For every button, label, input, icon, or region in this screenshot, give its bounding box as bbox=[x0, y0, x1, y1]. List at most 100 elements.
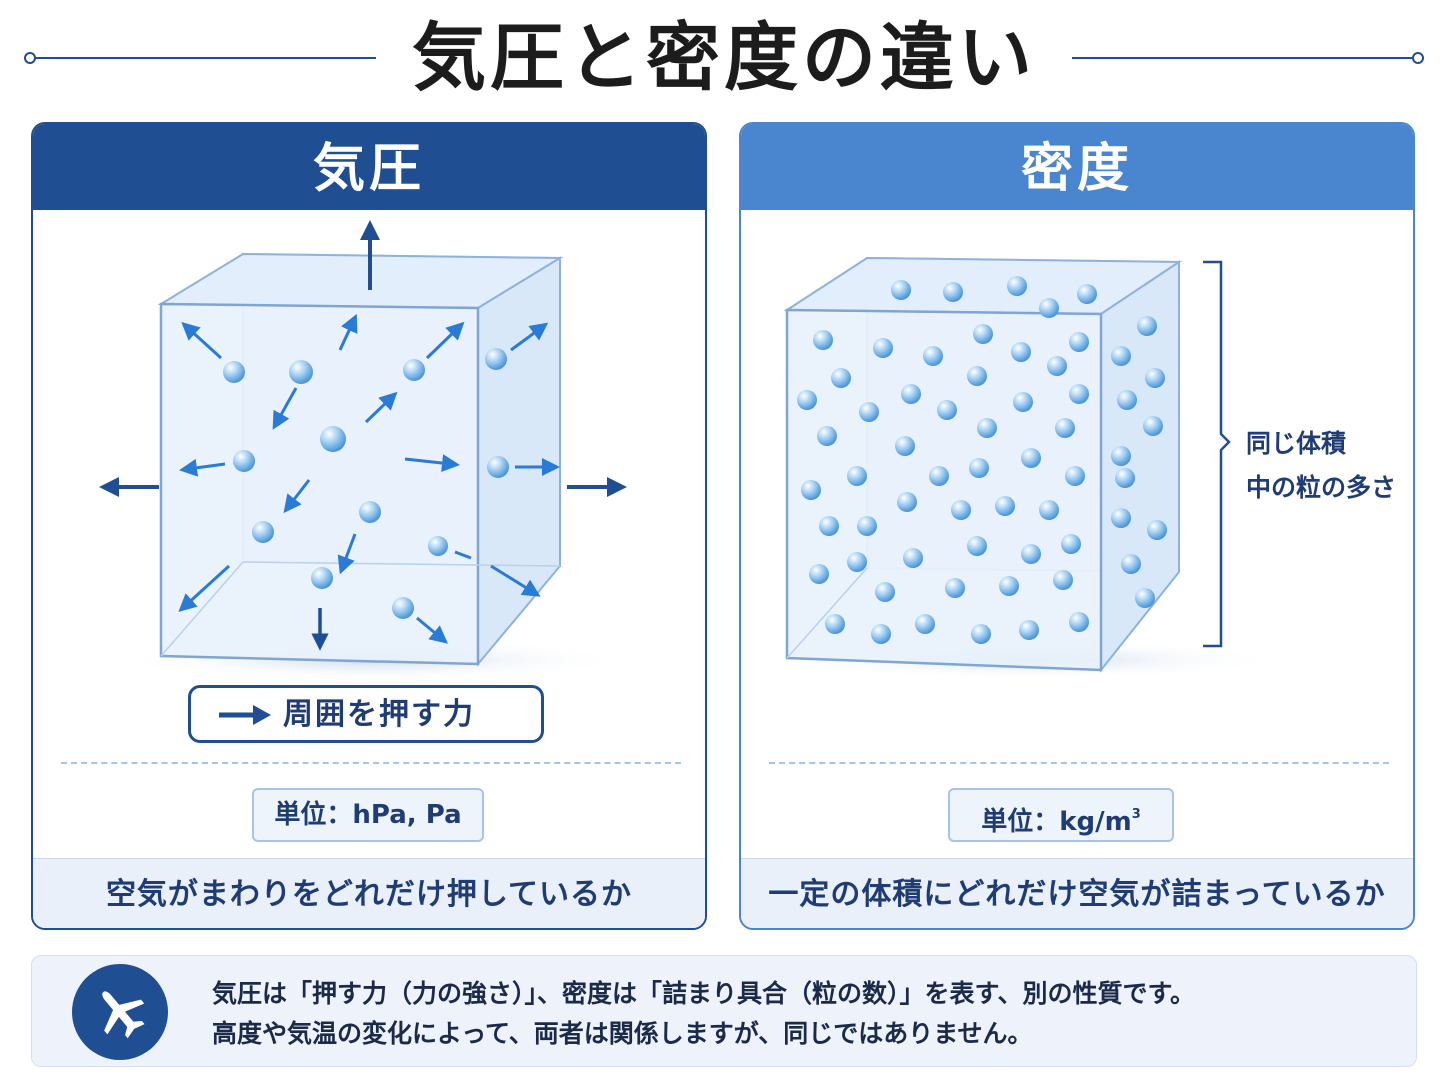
particle bbox=[895, 436, 915, 456]
particle bbox=[873, 338, 893, 358]
particle bbox=[857, 516, 877, 536]
particle bbox=[1021, 448, 1041, 468]
force-legend: 周囲を押す力 bbox=[188, 685, 544, 743]
density-description: 一定の体積にどれだけ空気が詰まっているか bbox=[741, 858, 1413, 928]
page-title: 気圧と密度の違い bbox=[412, 15, 1036, 101]
particle bbox=[359, 501, 381, 523]
cube-inner-edge-bottom bbox=[242, 561, 561, 567]
velocity-arrow bbox=[404, 454, 460, 472]
velocity-arrow bbox=[454, 550, 472, 560]
particle bbox=[831, 368, 851, 388]
particle bbox=[289, 360, 313, 384]
velocity-arrow bbox=[283, 479, 311, 514]
particle bbox=[1069, 384, 1089, 404]
bracket-label-line2: 中の粒の多さ bbox=[1246, 473, 1397, 502]
velocity-arrow bbox=[416, 616, 448, 644]
particle bbox=[1077, 284, 1097, 304]
particle bbox=[801, 480, 821, 500]
particle bbox=[967, 536, 987, 556]
dashed-divider bbox=[769, 762, 1389, 764]
particle bbox=[1147, 520, 1167, 540]
particle bbox=[897, 492, 917, 512]
particle bbox=[967, 366, 987, 386]
particle bbox=[903, 548, 923, 568]
particle bbox=[923, 346, 943, 366]
particle bbox=[223, 361, 245, 383]
volume-bracket bbox=[1203, 260, 1231, 648]
velocity-arrow bbox=[179, 458, 226, 477]
particle bbox=[1013, 392, 1033, 412]
pressure-description: 空気がまわりをどれだけ押しているか bbox=[33, 858, 705, 928]
particle bbox=[995, 496, 1015, 516]
particle bbox=[233, 450, 255, 472]
airplane-icon bbox=[72, 964, 168, 1060]
cube-inner-edge bbox=[160, 561, 244, 657]
particle bbox=[813, 330, 833, 350]
arrow-right-icon bbox=[219, 705, 271, 725]
velocity-arrow bbox=[510, 322, 549, 352]
particle bbox=[1039, 500, 1059, 520]
particle bbox=[977, 418, 997, 438]
velocity-arrow bbox=[364, 391, 398, 424]
title-divider-right bbox=[1072, 57, 1416, 59]
bracket-label: 同じ体積 中の粒の多さ bbox=[1246, 422, 1396, 510]
title-row: 気圧と密度の違い bbox=[0, 0, 1448, 118]
particle bbox=[1145, 368, 1165, 388]
particle bbox=[311, 567, 333, 589]
density-cube-illustration bbox=[781, 256, 1281, 680]
particle bbox=[1069, 332, 1089, 352]
particle bbox=[1007, 276, 1027, 296]
particle bbox=[1047, 356, 1067, 376]
density-particles bbox=[797, 276, 1167, 644]
particle bbox=[1019, 620, 1039, 640]
particle bbox=[1055, 418, 1075, 438]
note-text: 気圧は「押す力（力の強さ）」、密度は「詰まり具合（粒の数）」を表す、別の性質です… bbox=[212, 974, 1195, 1054]
particle bbox=[320, 426, 346, 452]
particle bbox=[1117, 390, 1137, 410]
particle bbox=[945, 578, 965, 598]
particle bbox=[825, 614, 845, 634]
velocity-arrow bbox=[272, 387, 298, 430]
dashed-divider bbox=[61, 762, 681, 764]
velocity-arrow bbox=[490, 564, 541, 597]
density-heading: 密度 bbox=[741, 124, 1413, 210]
particle bbox=[951, 500, 971, 520]
particle bbox=[1053, 570, 1073, 590]
note-line-2: 高度や気温の変化によって、両者は関係しますが、同じではありません。 bbox=[212, 1019, 1033, 1048]
particle bbox=[1011, 342, 1031, 362]
particle bbox=[252, 521, 274, 543]
pressure-heading: 気圧 bbox=[33, 124, 705, 210]
cube-front-face bbox=[159, 302, 480, 666]
particle bbox=[937, 400, 957, 420]
particle bbox=[403, 359, 425, 381]
velocity-arrow bbox=[181, 321, 223, 360]
velocity-arrow bbox=[425, 321, 465, 360]
particle bbox=[1069, 612, 1089, 632]
pressure-panel: 気圧 bbox=[31, 122, 707, 930]
force-legend-label: 周囲を押す力 bbox=[283, 697, 475, 732]
particle bbox=[871, 624, 891, 644]
particle bbox=[1021, 544, 1041, 564]
title-dot-left bbox=[24, 52, 36, 64]
velocity-arrow bbox=[338, 313, 358, 351]
velocity-arrow bbox=[337, 533, 357, 575]
density-unit-exponent: 3 bbox=[1131, 807, 1141, 822]
particle bbox=[1137, 316, 1157, 336]
particle bbox=[1111, 508, 1131, 528]
particle bbox=[929, 466, 949, 486]
particle bbox=[819, 516, 839, 536]
particle bbox=[847, 466, 867, 486]
particle bbox=[392, 597, 414, 619]
density-panel: 密度 同じ体積 中の粒の多さ 単位：kg/m3 一定の体積にどれだけ空気が詰まっ… bbox=[739, 122, 1415, 930]
particle bbox=[809, 564, 829, 584]
cube-inner-edge bbox=[786, 567, 868, 659]
summary-note: 気圧は「押す力（力の強さ）」、密度は「詰まり具合（粒の数）」を表す、別の性質です… bbox=[31, 955, 1417, 1067]
particle bbox=[943, 282, 963, 302]
particle bbox=[971, 624, 991, 644]
density-unit-text: 単位：kg/m bbox=[981, 807, 1132, 837]
particle bbox=[847, 552, 867, 572]
particle bbox=[1061, 534, 1081, 554]
particle bbox=[428, 536, 448, 556]
particle bbox=[973, 324, 993, 344]
particle bbox=[817, 426, 837, 446]
